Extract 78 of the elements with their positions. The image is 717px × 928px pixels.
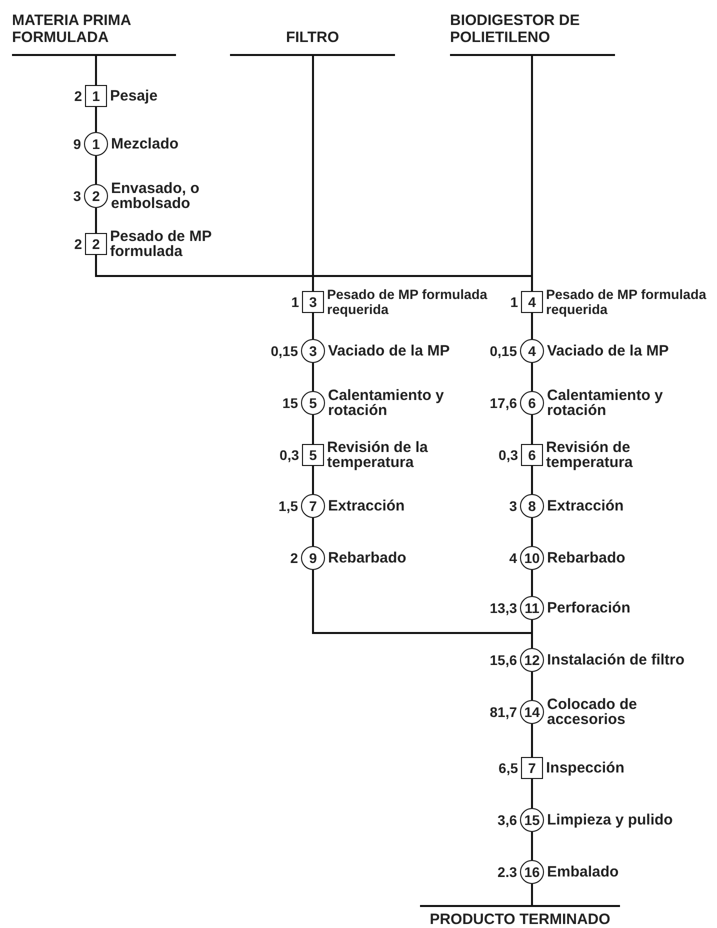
flow-line <box>312 313 314 339</box>
step-description: Instalación de filtro <box>547 652 686 668</box>
flow-line <box>312 56 314 291</box>
inspection-box: 3 <box>302 291 324 313</box>
step-description: Extracción <box>328 498 406 514</box>
time-value: 4 <box>508 551 517 565</box>
step-description: Extracción <box>547 498 625 514</box>
flow-line <box>531 672 533 700</box>
flow-line <box>531 363 533 391</box>
step-description: Colocado de accesorios <box>547 697 638 727</box>
time-value: 9 <box>72 137 81 151</box>
time-value: 3,6 <box>496 813 517 827</box>
flow-line <box>531 724 533 757</box>
step-description: Perforación <box>547 600 632 616</box>
step-description: Vaciado de la MP <box>328 344 451 358</box>
flow-line <box>95 208 97 233</box>
time-value: 17,6 <box>488 396 517 410</box>
time-value: 0,15 <box>270 344 298 358</box>
flow-line <box>312 415 314 444</box>
step-description: Vaciado de la MP <box>547 344 670 358</box>
step-description: Revisión de la temperatura <box>327 440 429 470</box>
inspection-box: 2 <box>85 233 107 255</box>
flow-line <box>531 415 533 444</box>
inspection-box: 6 <box>521 444 543 466</box>
time-value: 2 <box>289 551 298 565</box>
flow-line <box>531 620 533 648</box>
step-description: Calentamiento y rotación <box>328 388 445 418</box>
step-description: Revisión de temperatura <box>546 440 634 470</box>
inspection-box: 4 <box>521 291 543 313</box>
time-value: 15,6 <box>488 653 517 667</box>
flow-line <box>531 779 533 808</box>
time-value: 13,3 <box>488 601 517 615</box>
flow-line <box>531 884 533 906</box>
time-value: 0,3 <box>498 448 518 462</box>
step-description: Limpieza y pulido <box>547 812 674 828</box>
step-description: Envasado, o embolsado <box>111 181 200 211</box>
step-description: Embalado <box>547 864 620 880</box>
input-header: FILTRO <box>230 4 395 56</box>
time-value: 1 <box>509 295 518 309</box>
inspection-box: 7 <box>521 757 543 779</box>
flow-line <box>95 56 97 85</box>
time-value: 1,5 <box>278 499 298 513</box>
time-value: 81,7 <box>488 705 517 719</box>
time-value: 6,5 <box>498 761 518 775</box>
step-description: Inspección <box>546 760 626 776</box>
time-value: 3 <box>72 189 81 203</box>
time-value: 0,15 <box>488 344 517 358</box>
time-value: 2 <box>73 89 82 103</box>
step-description: Calentamiento y rotación <box>547 388 664 418</box>
flow-line <box>95 156 97 184</box>
time-value: 3 <box>508 499 517 513</box>
step-description: Pesaje <box>110 88 159 104</box>
flow-line <box>531 570 533 596</box>
inspection-box: 5 <box>302 444 324 466</box>
inspection-box: 1 <box>85 85 107 107</box>
step-description: Rebarbado <box>547 550 626 566</box>
flow-line <box>531 466 533 494</box>
time-value: 2.3 <box>496 865 517 879</box>
step-description: Pesado de MP formulada requerida <box>546 287 708 317</box>
flow-line <box>531 313 533 339</box>
output-footer: PRODUCTO TERMINADO <box>420 905 620 928</box>
flow-line <box>531 518 533 546</box>
step-description: Pesado de MP formulada <box>110 229 212 259</box>
flow-line <box>95 107 97 132</box>
time-value: 1 <box>290 295 299 309</box>
input-header: MATERIA PRIMA FORMULADA <box>12 4 176 56</box>
input-header: BIODIGESTOR DE POLIETILENO <box>450 4 615 56</box>
flow-line <box>312 518 314 546</box>
time-value: 2 <box>73 237 82 251</box>
step-description: Rebarbado <box>328 550 408 566</box>
flow-line <box>531 56 533 291</box>
time-value: 15 <box>281 396 298 410</box>
time-value: 0,3 <box>278 448 299 462</box>
flow-line <box>531 832 533 860</box>
step-description: Mezclado <box>111 136 180 152</box>
step-description: Pesado de MP formulada requerida <box>327 287 488 317</box>
flow-line <box>312 363 314 391</box>
flow-line <box>312 466 314 494</box>
